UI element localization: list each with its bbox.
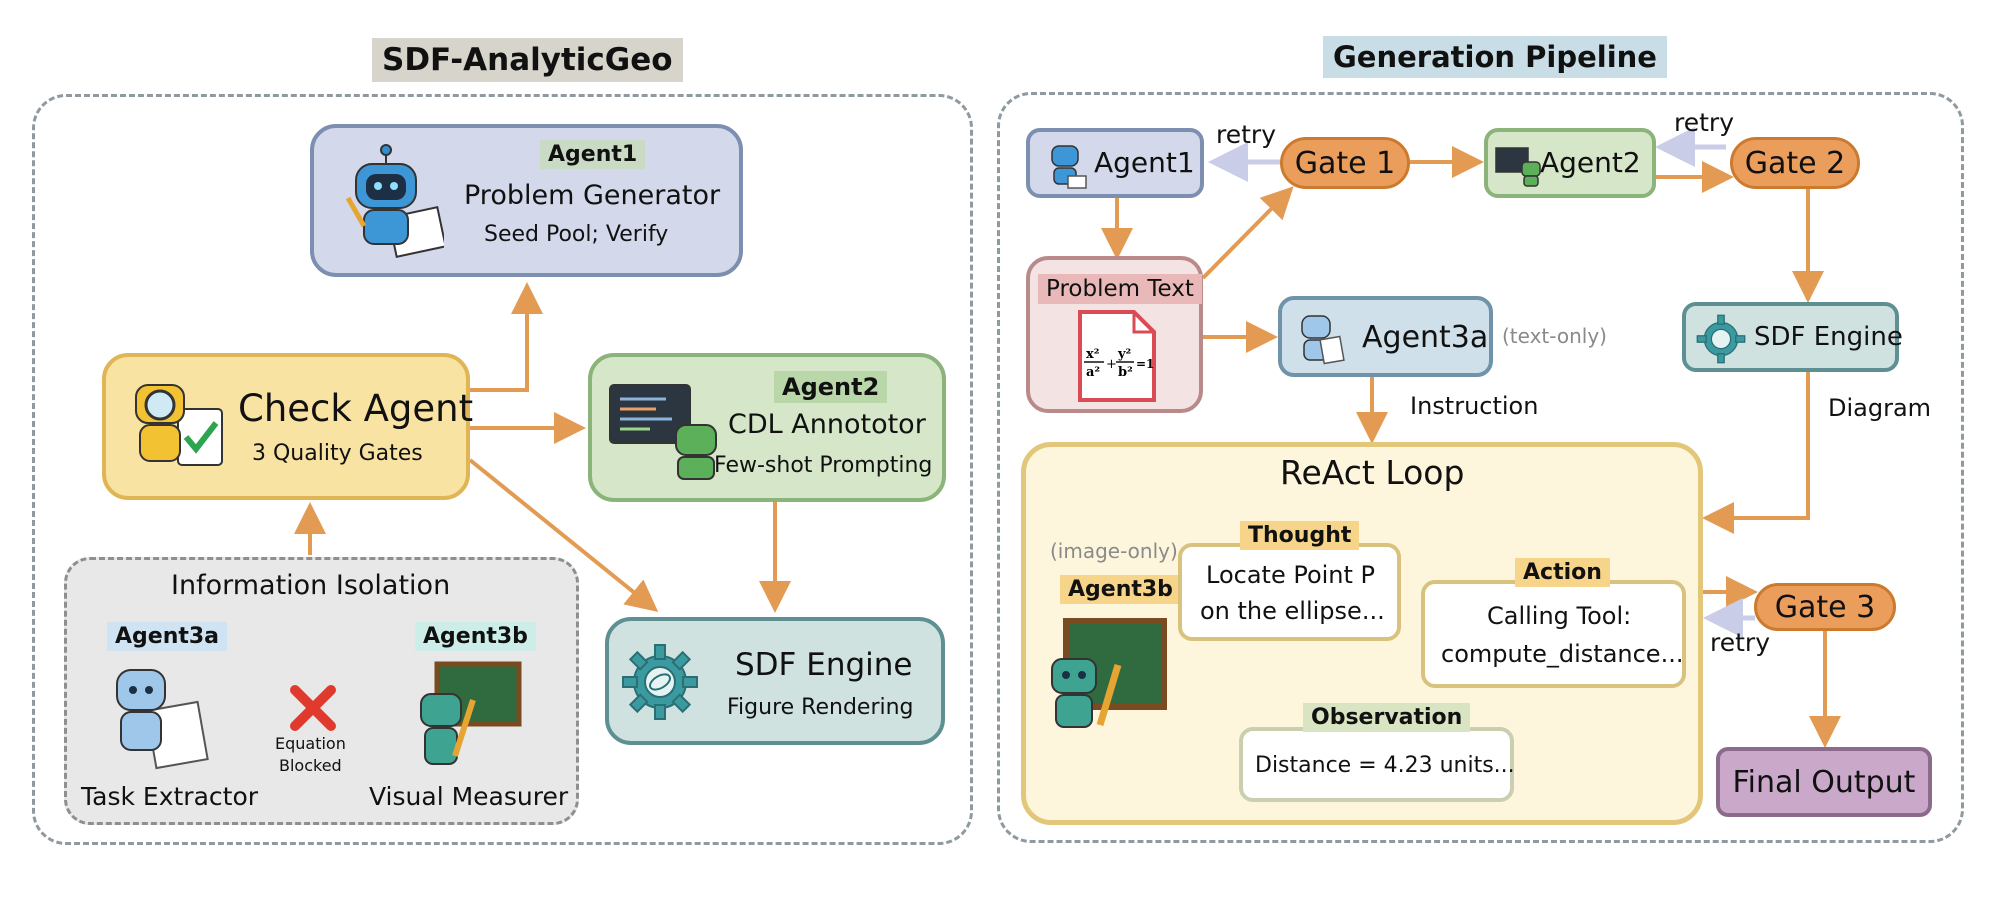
svg-text:b²: b² bbox=[1118, 365, 1133, 380]
blocked-label-line1: Equation bbox=[275, 734, 346, 753]
isolation-agent3b-tag: Agent3b bbox=[415, 622, 536, 651]
action-tag: Action bbox=[1515, 558, 1610, 587]
agent1-subtitle: Seed Pool; Verify bbox=[484, 222, 669, 247]
pipeline-agent1-label: Agent1 bbox=[1094, 146, 1195, 179]
text-only-label: (text-only) bbox=[1502, 324, 1607, 348]
thought-line1: Locate Point P bbox=[1206, 561, 1376, 589]
robot-coder-icon bbox=[609, 384, 717, 480]
action-line2: compute_distance... bbox=[1441, 640, 1684, 668]
final-output-box[interactable]: Final Output bbox=[1716, 747, 1932, 817]
information-isolation-box: Information Isolation Agent3a Agent3b Eq… bbox=[64, 557, 579, 825]
instruction-label: Instruction bbox=[1410, 392, 1539, 420]
check-agent-box[interactable]: Check Agent 3 Quality Gates bbox=[102, 353, 474, 500]
gate1-pill[interactable]: Gate 1 bbox=[1280, 137, 1410, 189]
pipeline-agent3a-box[interactable]: Agent3a bbox=[1278, 296, 1493, 377]
robot-reader-small-icon bbox=[1301, 315, 1345, 365]
blocked-label-line2: Blocked bbox=[279, 756, 342, 775]
retry-label-2: retry bbox=[1674, 108, 1734, 137]
robot-inspector-icon bbox=[135, 384, 223, 466]
pipeline-agent2-box[interactable]: Agent2 bbox=[1484, 128, 1656, 198]
react-loop-box: ReAct Loop (image-only) Agent3b Thought … bbox=[1021, 442, 1703, 825]
equation-document-icon: x² a² + y² b² =1 bbox=[1078, 310, 1156, 402]
image-only-label: (image-only) bbox=[1050, 539, 1178, 563]
thought-tag: Thought bbox=[1240, 521, 1360, 550]
right-panel bbox=[997, 92, 1964, 843]
svg-text:+: + bbox=[1106, 357, 1117, 372]
gate3-pill[interactable]: Gate 3 bbox=[1754, 583, 1896, 631]
svg-text:x²: x² bbox=[1086, 347, 1099, 362]
action-box: Action Calling Tool: compute_distance... bbox=[1421, 558, 1686, 688]
check-agent-title: Check Agent bbox=[238, 387, 474, 430]
arrow-sdf-to-react bbox=[1702, 372, 1810, 534]
pipeline-agent3a-label: Agent3a bbox=[1362, 320, 1489, 355]
gear-icon bbox=[622, 644, 698, 720]
right-panel-title: Generation Pipeline bbox=[1323, 36, 1667, 78]
react-loop-title: ReAct Loop bbox=[1280, 453, 1465, 492]
svg-text:y²: y² bbox=[1117, 347, 1131, 362]
agent1-title: Problem Generator bbox=[464, 180, 721, 211]
problem-text-box[interactable]: Problem Text x² a² + y² b² =1 bbox=[1026, 256, 1203, 413]
agent2-tag: Agent2 bbox=[774, 371, 888, 403]
final-output-label: Final Output bbox=[1732, 764, 1916, 800]
arrow-problem-to-gate1 bbox=[1201, 186, 1294, 280]
robot-coder-small-icon bbox=[1495, 147, 1541, 187]
left-panel-title: SDF-AnalyticGeo bbox=[372, 38, 683, 82]
gate2-pill[interactable]: Gate 2 bbox=[1730, 137, 1860, 189]
pipeline-agent1-box[interactable]: Agent1 bbox=[1026, 128, 1204, 198]
gear-small-icon bbox=[1696, 314, 1746, 364]
robot-writer-small-icon bbox=[1051, 145, 1087, 189]
diagram-label: Diagram bbox=[1828, 394, 1932, 422]
svg-text:a²: a² bbox=[1086, 365, 1100, 380]
sdf-engine-subtitle: Figure Rendering bbox=[727, 695, 914, 720]
check-agent-subtitle: 3 Quality Gates bbox=[252, 441, 423, 466]
agent2-box[interactable]: Agent2 CDL Annototor Few-shot Prompting bbox=[588, 353, 946, 502]
task-extractor-label: Task Extractor bbox=[81, 782, 259, 811]
agent2-subtitle: Few-shot Prompting bbox=[714, 453, 933, 478]
arrow-check-to-agent1 bbox=[470, 282, 543, 392]
observation-tag: Observation bbox=[1303, 703, 1471, 732]
robot-reader-icon bbox=[116, 669, 209, 770]
react-agent3b-tag: Agent3b bbox=[1060, 575, 1181, 604]
sdf-engine-box[interactable]: SDF Engine Figure Rendering bbox=[605, 617, 945, 745]
svg-text:=1: =1 bbox=[1136, 357, 1154, 371]
blocked-x-icon bbox=[290, 685, 336, 731]
robot-teacher-icon bbox=[420, 661, 522, 765]
robot-teacher-react-icon bbox=[1051, 618, 1167, 728]
robot-writer-icon bbox=[345, 144, 444, 258]
agent1-box[interactable]: Agent1 Problem Generator Seed Pool; Veri… bbox=[310, 124, 743, 277]
sdf-engine-title: SDF Engine bbox=[735, 647, 913, 683]
arrow-check-to-sdf bbox=[468, 458, 659, 613]
thought-line2: on the ellipse... bbox=[1200, 597, 1385, 625]
pipeline-sdf-engine-box[interactable]: SDF Engine bbox=[1682, 302, 1903, 372]
pipeline-agent2-label: Agent2 bbox=[1540, 146, 1641, 179]
agent1-tag: Agent1 bbox=[540, 140, 646, 169]
observation-text: Distance = 4.23 units... bbox=[1255, 753, 1515, 778]
agent2-title: CDL Annototor bbox=[728, 409, 926, 440]
visual-measurer-label: Visual Measurer bbox=[369, 782, 569, 811]
pipeline-sdf-engine-label: SDF Engine bbox=[1754, 322, 1903, 352]
retry-label-1: retry bbox=[1216, 120, 1276, 149]
thought-box: Thought Locate Point P on the ellipse... bbox=[1178, 521, 1401, 641]
isolation-agent3a-tag: Agent3a bbox=[107, 622, 228, 651]
left-panel bbox=[32, 94, 973, 845]
action-line1: Calling Tool: bbox=[1487, 602, 1632, 630]
isolation-title: Information Isolation bbox=[171, 570, 451, 601]
retry-label-3: retry bbox=[1710, 628, 1770, 657]
observation-box: Observation Distance = 4.23 units... bbox=[1239, 703, 1515, 802]
problem-text-tag: Problem Text bbox=[1038, 274, 1202, 304]
